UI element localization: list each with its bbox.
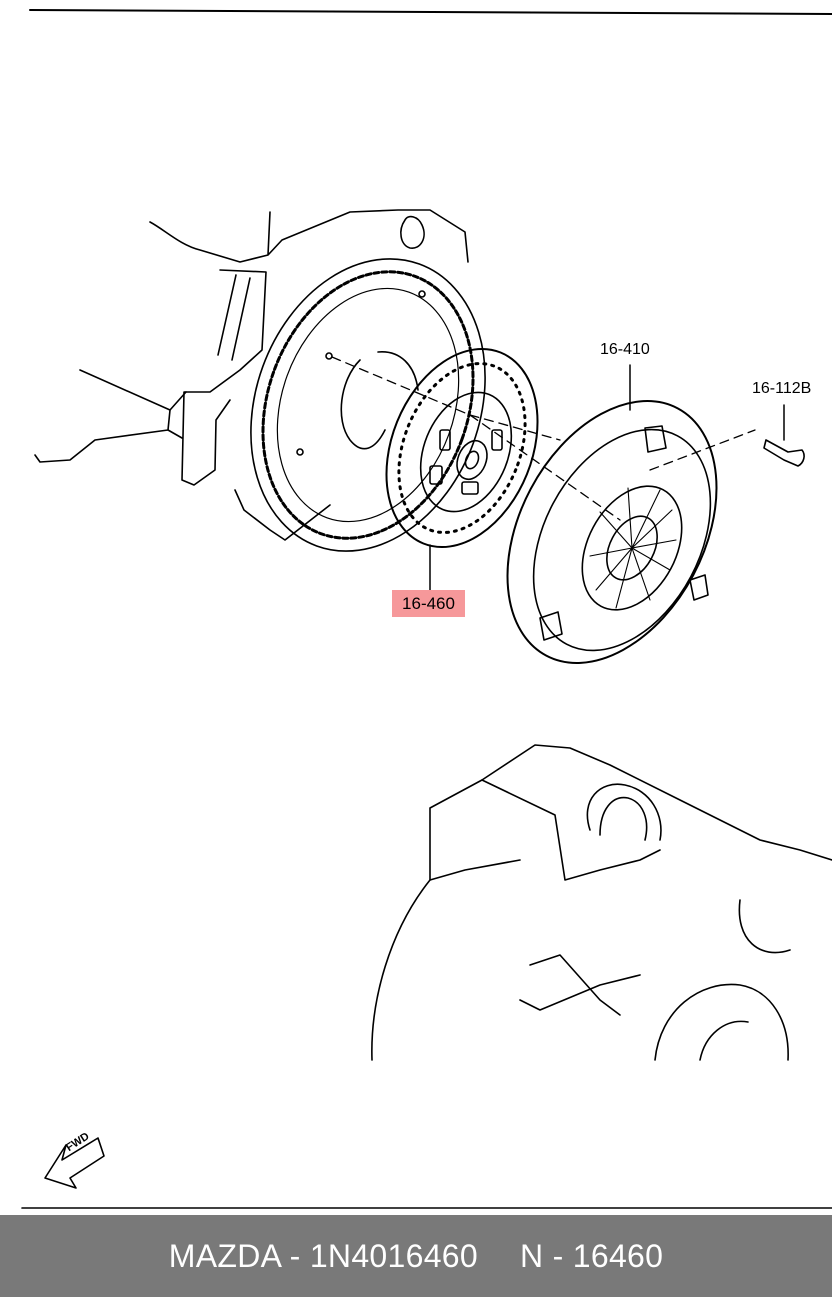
engine-block (34, 209, 469, 541)
transmission-housing (371, 744, 832, 1061)
footer-bar: MAZDA - 1N4016460 N - 16460 (0, 1215, 832, 1297)
label-pressure-plate: 16-410 (600, 341, 650, 358)
label-clutch-disc[interactable]: 16-460 (392, 590, 465, 617)
footer-part-info: MAZDA - 1N4016460 (168, 1237, 479, 1274)
clutch-disc (385, 347, 539, 591)
footer-ref-number: N - 16460 (520, 1237, 664, 1274)
flywheel (250, 258, 486, 552)
bolt (763, 404, 805, 467)
alignment-lines (331, 356, 756, 521)
label-bolt: 16-112B (752, 380, 812, 397)
top-border (29, 9, 832, 15)
fwd-arrow-icon (44, 1137, 105, 1189)
pressure-plate (506, 364, 718, 664)
